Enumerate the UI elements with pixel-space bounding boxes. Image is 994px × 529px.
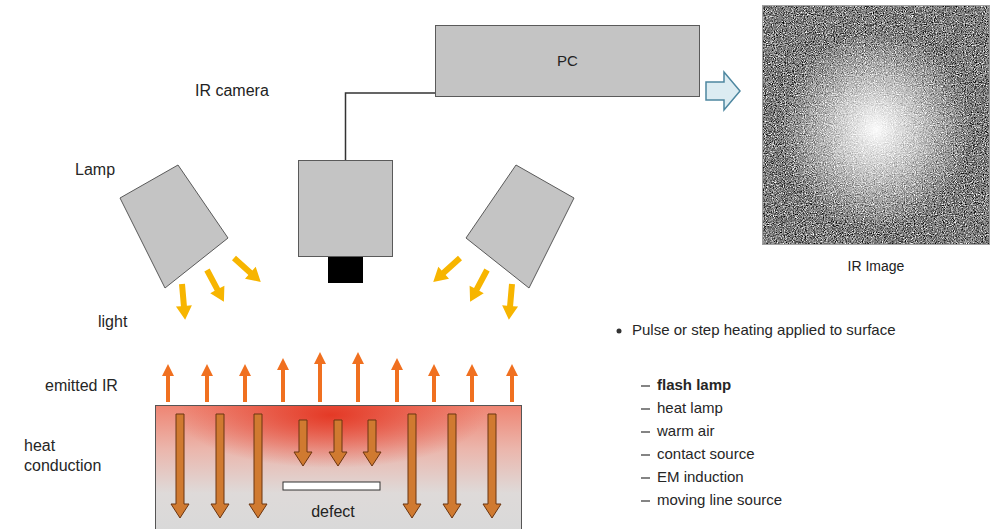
conduction-arrow — [403, 414, 421, 518]
light-arrow — [174, 283, 193, 320]
specimen-fill — [155, 405, 522, 529]
light-arrow — [229, 252, 266, 288]
pc-box: PC — [435, 25, 700, 97]
light-label: light — [98, 312, 127, 332]
method-item: EM induction — [657, 468, 744, 487]
bullet-heading: Pulse or step heating applied to surface — [632, 321, 897, 340]
defect-symbol — [283, 482, 380, 490]
method-item: contact source — [657, 445, 755, 464]
light-arrow — [501, 283, 520, 320]
light-arrow — [463, 266, 494, 305]
connector-line — [346, 93, 436, 160]
conduction-arrow — [171, 414, 189, 518]
hot-spot — [762, 5, 990, 245]
ir-arrow — [466, 364, 478, 402]
conduction-arrow — [363, 420, 381, 466]
ir-noise-image — [762, 5, 990, 245]
dash-marker — [641, 431, 650, 432]
lamp-symbol — [466, 165, 574, 288]
light-arrow — [200, 266, 231, 305]
ir-image-frame: IR Image — [762, 5, 990, 245]
ir-arrow — [239, 364, 251, 402]
conduction-arrow — [211, 414, 229, 518]
dash-marker — [641, 454, 650, 455]
heat-spot — [155, 405, 522, 529]
image-caption: IR Image — [848, 258, 905, 275]
conduction-arrow — [483, 414, 501, 518]
emitted-ir-label: emitted IR — [45, 376, 118, 396]
ir-arrow — [391, 358, 403, 402]
method-item: moving line source — [657, 491, 782, 510]
conduction-arrow — [249, 414, 267, 518]
dash-marker — [641, 500, 650, 501]
conduction-arrow — [329, 420, 347, 466]
method-item: warm air — [657, 422, 715, 441]
bullet-marker — [617, 329, 622, 334]
ir-arrow — [162, 364, 174, 402]
camera-label: IR camera — [195, 81, 269, 100]
dash-marker — [641, 408, 650, 409]
pc-label: PC — [557, 52, 578, 70]
ir-arrow — [352, 352, 364, 402]
lamp-symbol — [120, 165, 228, 288]
camera-lens — [328, 257, 363, 283]
ir-camera-body: IR camera — [298, 160, 393, 257]
conduction-arrow — [443, 414, 461, 518]
method-item: flash lamp — [657, 376, 731, 395]
ir-arrow — [201, 364, 213, 402]
ir-arrow — [506, 364, 518, 402]
specimen-block: defect — [155, 405, 522, 529]
conduction-arrow — [294, 420, 312, 466]
ir-arrow — [277, 358, 289, 402]
ir-arrow — [428, 364, 440, 402]
lamp-label: Lamp — [75, 160, 115, 180]
ir-arrow — [314, 352, 326, 402]
light-arrow — [428, 252, 465, 288]
heat-conduction-label: heat conduction — [24, 436, 119, 476]
defect-label: defect — [311, 502, 355, 521]
block-arrow — [706, 72, 740, 110]
dash-marker — [641, 477, 650, 478]
dash-marker — [641, 385, 650, 386]
method-item: heat lamp — [657, 399, 723, 418]
